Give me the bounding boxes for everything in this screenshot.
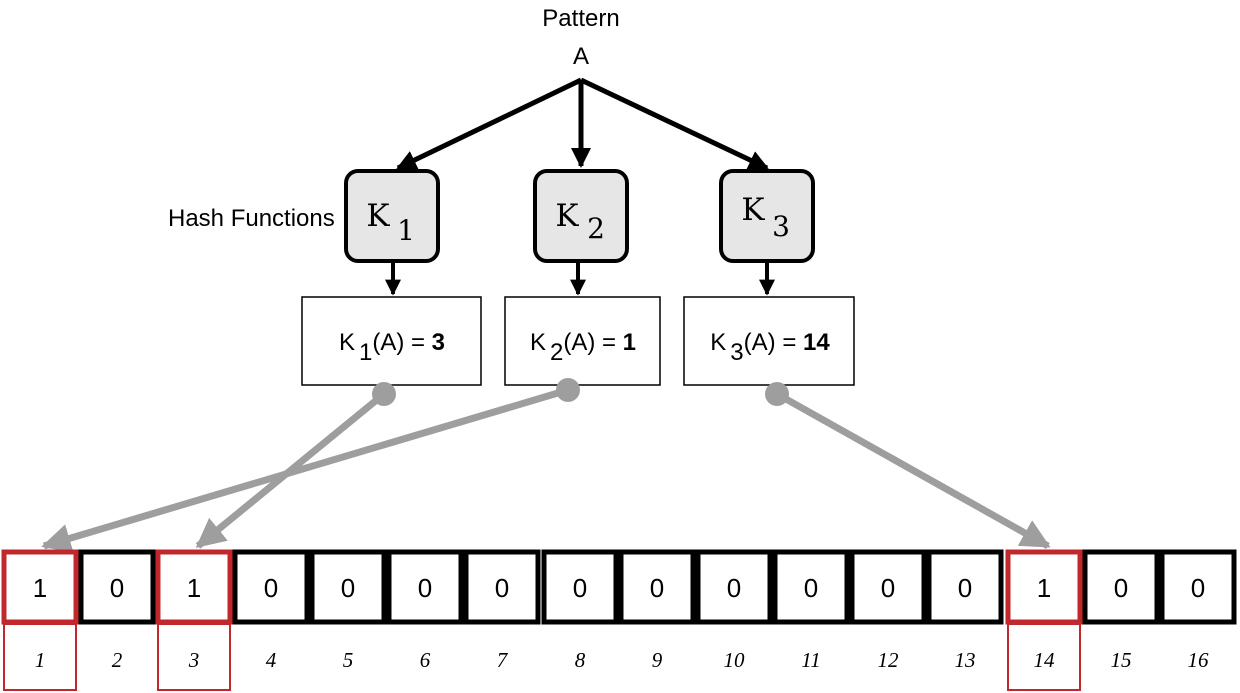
bit-cell-16 xyxy=(1159,549,1237,625)
hash-label-k3: K xyxy=(741,192,765,228)
hash-index-k3: 3 xyxy=(772,210,790,243)
pattern-arrow-k3 xyxy=(579,77,769,171)
bit-position-14: 14 xyxy=(1034,648,1056,672)
bit-position-16: 16 xyxy=(1188,648,1210,672)
output-box-k1 xyxy=(301,296,482,386)
bit-value-10: 0 xyxy=(727,573,741,603)
bit-position-12: 12 xyxy=(878,648,900,672)
pattern-name: A xyxy=(573,43,589,70)
bit-value-8: 0 xyxy=(573,573,587,603)
bit-position-2: 2 xyxy=(112,648,123,672)
bit-value-16: 0 xyxy=(1191,573,1205,603)
bit-position-8: 8 xyxy=(575,648,586,672)
bit-value-12: 0 xyxy=(881,573,895,603)
bit-position-6: 6 xyxy=(420,648,431,672)
bit-position-10: 10 xyxy=(724,648,746,672)
bit-highlight-3 xyxy=(155,549,233,625)
bit-cell-15 xyxy=(1082,549,1160,625)
bit-connectors xyxy=(41,378,1051,553)
hash-box-k2 xyxy=(533,169,629,263)
bit-cell-4 xyxy=(232,549,310,625)
bit-cell-6 xyxy=(386,549,464,625)
bit-highlight-14 xyxy=(1005,549,1083,625)
hash-function-k1: K 1 xyxy=(344,169,440,263)
bit-value-4: 0 xyxy=(264,573,278,603)
bit-cell-11 xyxy=(772,549,850,625)
bit-cell-13 xyxy=(926,549,1004,625)
bit-value-5: 0 xyxy=(341,573,355,603)
hash-functions-label: Hash Functions xyxy=(168,205,335,232)
bit-cell-7 xyxy=(463,549,541,625)
bit-position-5: 5 xyxy=(343,648,354,672)
bit-cell-12 xyxy=(849,549,927,625)
bit-value-1: 1 xyxy=(33,573,47,603)
bit-cell-5 xyxy=(309,549,387,625)
hash-function-k3: K 3 xyxy=(719,169,815,263)
pattern-arrows xyxy=(396,77,769,171)
bit-value-14: 1 xyxy=(1037,573,1051,603)
bit-position-1: 1 xyxy=(35,648,46,672)
bit-value-6: 0 xyxy=(418,573,432,603)
pattern-arrow-k1 xyxy=(396,77,583,171)
bit-cell-9 xyxy=(618,549,696,625)
connector-arrow-k3 xyxy=(775,390,1051,550)
hash-function-k2: K 2 xyxy=(533,169,629,263)
bit-position-15: 15 xyxy=(1111,648,1132,672)
bit-value-9: 0 xyxy=(650,573,664,603)
output-box-k3 xyxy=(683,296,855,386)
bit-cell-8 xyxy=(541,549,619,625)
position-highlight-14 xyxy=(1007,623,1081,691)
output-box-k2 xyxy=(504,296,661,386)
position-highlight-3 xyxy=(157,623,231,691)
hash-box-k3 xyxy=(719,169,815,263)
bit-value-2: 0 xyxy=(110,573,124,603)
bit-value-11: 0 xyxy=(804,573,818,603)
bit-position-3: 3 xyxy=(188,648,200,672)
hash-box-k1 xyxy=(344,169,440,263)
pattern-title: Pattern xyxy=(542,5,619,32)
bit-position-4: 4 xyxy=(266,648,277,672)
bit-array: 1 0 1 0 0 0 0 0 0 0 0 0 0 1 0 0 xyxy=(1,549,1237,625)
hash-index-k1: 1 xyxy=(397,214,415,247)
bit-cell-2 xyxy=(78,549,156,625)
bit-position-9: 9 xyxy=(652,648,663,672)
bit-position-7: 7 xyxy=(497,648,509,672)
bit-position-11: 11 xyxy=(801,648,820,672)
bit-value-3: 1 xyxy=(187,573,201,603)
hash-index-k2: 2 xyxy=(587,212,605,245)
hash-output-arrows xyxy=(385,262,775,296)
connector-arrow-k2 xyxy=(41,386,569,553)
hash-label-k1: K xyxy=(366,198,390,234)
bit-highlights xyxy=(1,549,1083,691)
hash-label-k2: K xyxy=(555,198,579,234)
bit-cell-10 xyxy=(695,549,773,625)
position-highlight-1 xyxy=(3,623,77,691)
bit-value-7: 0 xyxy=(495,573,509,603)
bit-value-15: 0 xyxy=(1114,573,1128,603)
bit-value-13: 0 xyxy=(958,573,972,603)
bit-position-13: 13 xyxy=(955,648,976,672)
bit-highlight-1 xyxy=(1,549,79,625)
